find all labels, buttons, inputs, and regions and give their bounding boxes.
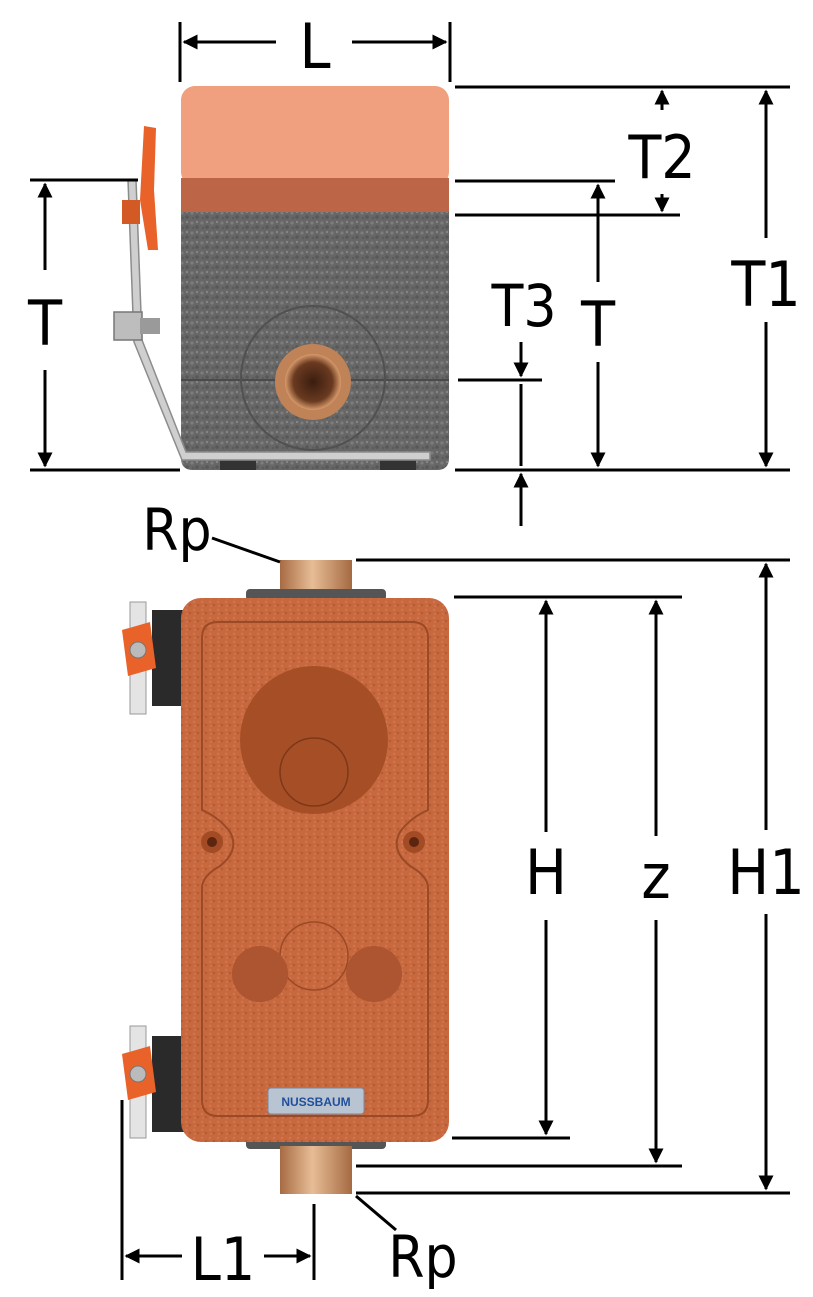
label-T1: T1 (730, 248, 801, 321)
valve-cap-inner (279, 737, 349, 807)
label-T-left: T (27, 287, 63, 360)
label-H1: H1 (727, 836, 804, 909)
bracket-clip (140, 126, 158, 250)
bracket-screw-top (122, 200, 140, 224)
logo-plate (267, 1087, 365, 1115)
wall-plate-top (152, 610, 186, 706)
pipe-boss (240, 305, 386, 451)
lid-band (181, 178, 449, 214)
dimension-lines (30, 22, 790, 1280)
bottom-connection (280, 1146, 352, 1194)
bracket-nut (113, 311, 143, 341)
label-Rp-bottom: Rp (388, 1223, 457, 1291)
pipe-bore (285, 354, 341, 410)
mounting-bracket (127, 179, 431, 461)
lid (181, 86, 449, 186)
foam-insulation (181, 212, 449, 470)
port-left (232, 946, 288, 1002)
label-Rp-top: Rp (142, 496, 211, 564)
bracket-bolt (140, 318, 160, 334)
screw-left-hole (207, 837, 217, 847)
wall-plate-bottom (152, 1036, 186, 1132)
valve-cap (240, 666, 388, 814)
label-T2: T2 (627, 123, 695, 193)
wall-clip-bottom (122, 1025, 156, 1139)
label-H: H (525, 836, 567, 909)
wall-clip-top (122, 601, 156, 715)
label-T3: T3 (490, 272, 556, 340)
label-L1: L1 (191, 1225, 255, 1295)
label-z: z (641, 840, 670, 913)
screw-right-hole (409, 837, 419, 847)
label-T-right: T (580, 288, 616, 361)
body-groove (201, 621, 429, 1117)
top-view (113, 86, 449, 470)
label-L: L (299, 10, 330, 83)
front-view: NUSSBAUM (122, 560, 449, 1194)
port-right (346, 946, 402, 1002)
logo-text: NUSSBAUM (281, 1095, 350, 1109)
